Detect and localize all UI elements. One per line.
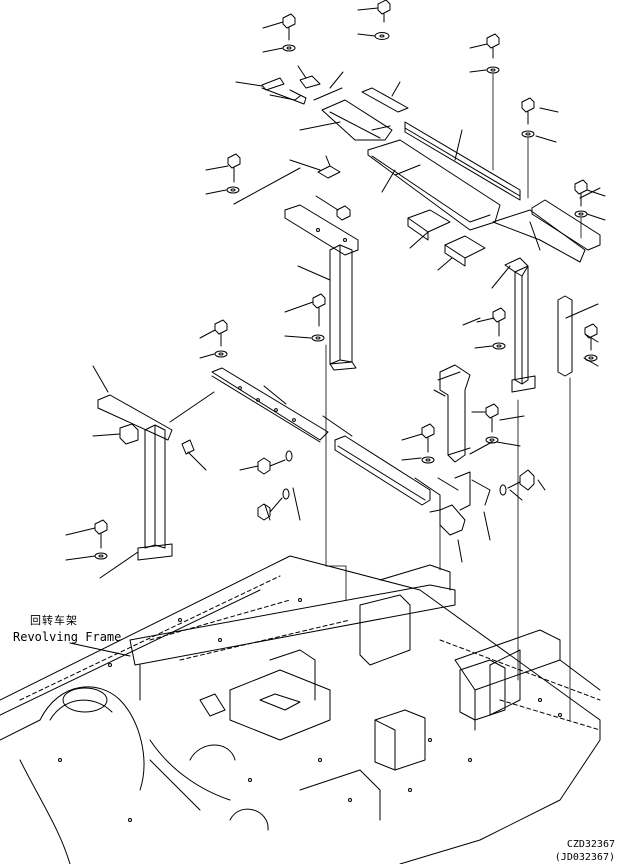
figure-code: CZD32367 <box>566 839 615 850</box>
alignment-lines <box>325 73 582 721</box>
leader-lines <box>65 7 606 579</box>
lower-brackets <box>439 471 491 536</box>
revolving-frame-label-chinese: 回转车架 <box>30 614 78 627</box>
mid-bracket <box>437 364 471 463</box>
right-column <box>504 257 573 393</box>
figure-code-secondary: (JD032367) <box>554 852 615 863</box>
left-beam <box>211 367 441 513</box>
revolving-frame-label-english: Revolving Frame <box>13 630 122 644</box>
washers <box>94 32 598 560</box>
left-column <box>97 394 195 561</box>
bolts <box>94 0 598 549</box>
top-plate-assembly <box>261 75 601 267</box>
revolving-frame <box>0 555 601 864</box>
upper-column <box>284 204 359 371</box>
